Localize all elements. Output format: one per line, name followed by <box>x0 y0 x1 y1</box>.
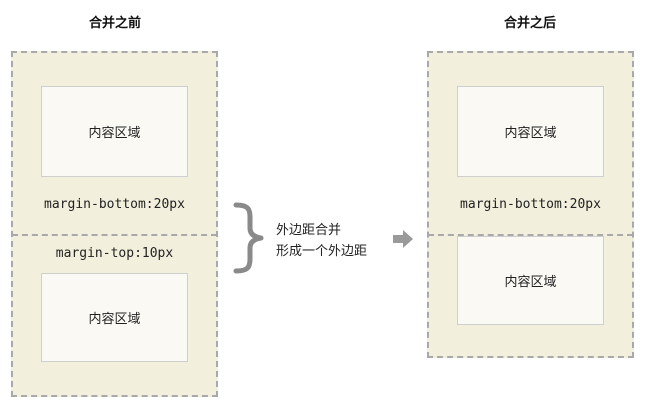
before-divider <box>12 234 217 236</box>
after-bottom-content-label: 内容区域 <box>504 275 557 290</box>
before-top-content-label: 内容区域 <box>88 126 141 141</box>
after-top-content-box: 内容区域 <box>457 86 604 177</box>
before-margin-top-label: margin-top:10px <box>55 246 174 261</box>
merge-note-line2: 形成一个外边距 <box>276 244 368 259</box>
before-top-content-box: 内容区域 <box>41 86 188 177</box>
after-bottom-content-box: 内容区域 <box>457 236 604 325</box>
after-divider <box>428 234 633 236</box>
merge-note-line1: 外边距合并 <box>276 223 342 238</box>
before-title: 合并之前 <box>88 16 141 31</box>
after-title: 合并之后 <box>503 16 556 31</box>
after-top-content-label: 内容区域 <box>504 126 557 141</box>
before-bottom-content-label: 内容区域 <box>88 312 141 327</box>
right-arrow-icon <box>393 230 413 248</box>
before-bottom-content-box: 内容区域 <box>41 273 188 362</box>
curly-brace-icon <box>233 202 264 274</box>
after-margin-bottom-label: margin-bottom:20px <box>460 197 601 212</box>
before-margin-bottom-label: margin-bottom:20px <box>44 197 185 212</box>
